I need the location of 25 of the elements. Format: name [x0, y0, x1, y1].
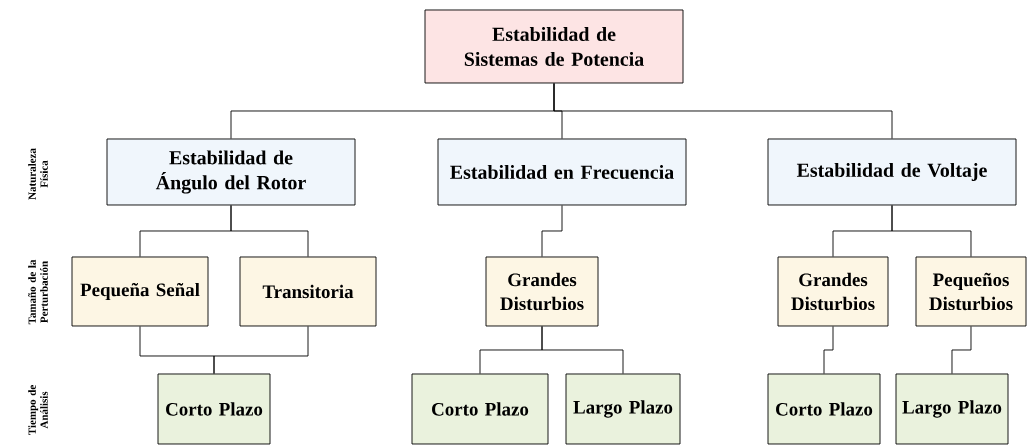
category-box: Largo Plazo [895, 373, 1009, 445]
category-box: Corto Plazo [767, 373, 881, 445]
category-box: Estabilidad de Ángulo del Rotor [106, 138, 356, 206]
connector-line [823, 326, 834, 374]
connector-line [891, 205, 972, 257]
connector-line [541, 326, 624, 374]
level-label: Naturaleza Física [28, 148, 48, 200]
connector-line [541, 205, 563, 257]
category-box: Pequeños Disturbios [915, 256, 1027, 327]
category-box: Corto Plazo [411, 373, 549, 445]
category-box: Estabilidad de Sistemas de Potencia [424, 9, 684, 84]
category-box: Grandes Disturbios [485, 256, 599, 327]
category-box: Estabilidad en Frecuencia [437, 138, 687, 206]
category-box: Transitoria [239, 256, 377, 327]
category-box: Pequeña Señal [71, 256, 209, 327]
connector-line [951, 326, 972, 374]
level-label: Tiempo de Análisis [28, 385, 48, 435]
level-label: Tamaño de la Perturbación [28, 259, 48, 325]
category-box: Estabilidad de Voltaje [767, 138, 1017, 206]
category-box: Corto Plazo [157, 373, 271, 445]
category-box: Grandes Disturbios [777, 256, 889, 327]
connector-line [213, 326, 309, 374]
connector-line [553, 83, 893, 139]
category-box: Largo Plazo [565, 373, 681, 445]
connector-line [230, 205, 309, 257]
